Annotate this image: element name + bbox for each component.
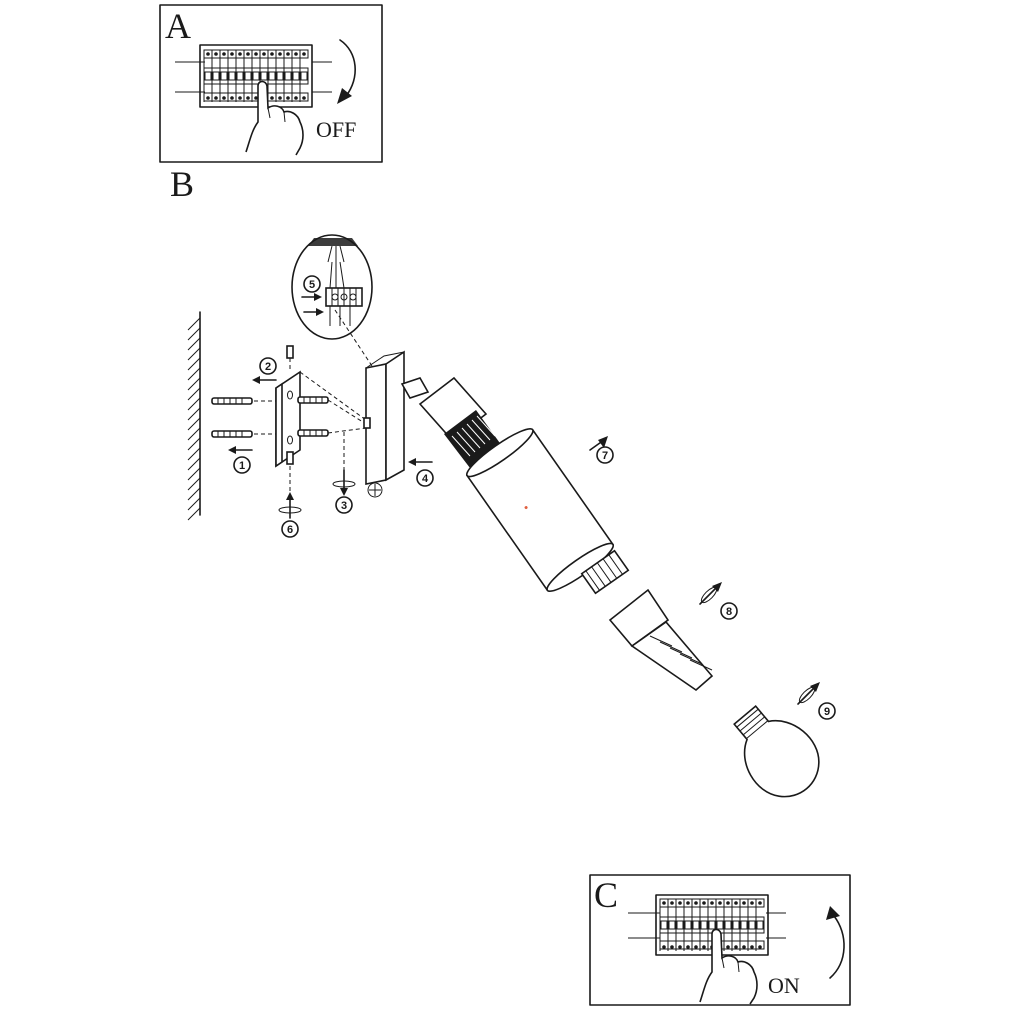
panel-a: A OFF <box>159 4 383 163</box>
screwdriver-rotation-icon <box>332 469 356 496</box>
step-number: 2 <box>265 361 271 373</box>
ring-nut <box>580 549 630 595</box>
step-number: 9 <box>824 706 830 718</box>
step-marker-3: 3 <box>335 496 353 514</box>
hand-icon <box>245 80 304 156</box>
step-number: 5 <box>309 279 315 291</box>
circuit-breaker-icon <box>628 894 786 956</box>
step-marker-1: 1 <box>233 456 251 474</box>
hand-icon <box>699 928 758 1005</box>
panel-a-caption: OFF <box>316 117 356 142</box>
panel-c-letter: C <box>594 875 618 915</box>
rotation-arrow-icon <box>589 436 608 451</box>
step-marker-2: 2 <box>259 357 277 375</box>
step-marker-6: 6 <box>281 520 299 538</box>
step-marker-5: 5 <box>303 275 321 293</box>
panel-c-frame <box>589 874 851 1006</box>
step-number: 7 <box>602 450 608 462</box>
panel-c-caption: ON <box>768 973 800 998</box>
step-number: 1 <box>239 460 245 472</box>
wall-icon <box>187 311 201 521</box>
step-marker-9: 9 <box>818 702 836 720</box>
circuit-breaker-icon <box>175 44 332 108</box>
step-marker-4: 4 <box>416 469 434 487</box>
step-number: 6 <box>287 524 293 536</box>
wall-plug-lower <box>211 430 253 438</box>
rotation-arrow-icon <box>699 582 722 605</box>
wiring-detail-zoom <box>291 234 373 340</box>
wall-plug-upper <box>211 397 253 405</box>
step-number: 4 <box>422 473 429 485</box>
rotation-arrow-icon <box>826 906 845 979</box>
step-marker-8: 8 <box>720 602 738 620</box>
rotation-arrow-icon <box>337 39 356 104</box>
arrow-left-icon <box>252 376 277 384</box>
lamp-shade <box>465 427 615 593</box>
screwdriver-rotation-icon <box>278 492 302 519</box>
arrow-left-icon <box>228 446 253 454</box>
light-bulb-icon <box>733 704 820 798</box>
mounting-bracket <box>275 370 301 468</box>
step-marker-7: 7 <box>596 446 614 464</box>
rotation-arrow-icon <box>797 682 820 705</box>
panel-a-letter: A <box>165 6 191 46</box>
lamp-wall-plate <box>363 350 405 498</box>
step-number: 8 <box>726 606 732 618</box>
panel-b: B <box>170 164 836 798</box>
panel-b-letter: B <box>170 164 194 204</box>
arrow-left-icon <box>408 458 433 466</box>
panel-a-frame <box>159 4 383 163</box>
step-number: 3 <box>341 500 347 512</box>
panel-c: C ON <box>589 874 851 1006</box>
lamp-socket-icon <box>608 588 714 692</box>
